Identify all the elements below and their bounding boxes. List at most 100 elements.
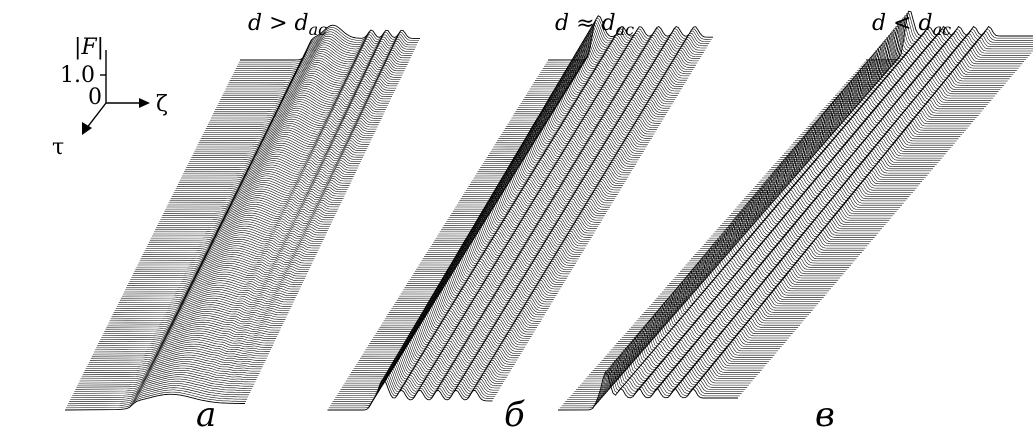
trace-line [202,103,383,135]
trace-line [129,258,310,282]
amplitude-tick-label: 1.0 [60,63,95,88]
trace-line [601,319,782,361]
trace-line [119,278,300,301]
trace-line [234,35,415,71]
trace-line [598,323,779,365]
trace-line [117,282,298,305]
trace-line [175,160,356,189]
trace-line [599,321,780,363]
trace-line [222,62,403,96]
trace-line [77,367,258,386]
trace-line [163,186,344,214]
trace-line [845,34,1026,84]
trace-line [201,105,382,137]
trace-line [219,68,400,102]
trace-line [103,313,284,334]
trace-line [227,51,408,86]
trace-line [232,40,413,75]
trace-line [656,256,837,299]
trace-line [588,334,769,376]
trace-line [218,70,399,104]
trace-line [619,298,800,340]
trace-line [225,55,406,90]
trace-line [643,271,824,313]
trace-line [734,163,915,210]
trace-line [358,327,524,361]
trace-line [101,317,282,338]
trace-line [93,332,274,353]
trace-line [170,171,351,200]
trace-line [641,273,822,315]
trace-line [79,363,260,382]
trace-line [621,296,802,338]
trace-line [154,206,335,233]
trace-line [73,376,254,394]
trace-line [150,212,331,239]
trace-line [192,125,373,156]
trace-line [220,66,401,100]
trace-line [738,159,919,206]
trace-line [331,373,497,405]
trace-line [683,224,864,268]
trace-line [680,229,861,272]
trace-line [649,264,830,307]
trace-line [634,281,815,324]
zeta-label: ζ [156,92,168,117]
trace-line [144,225,325,251]
trace-line [155,204,336,231]
trace-line [565,362,746,402]
trace-line [172,166,353,195]
trace-line [581,343,762,384]
panel-letter: б [504,395,525,430]
trace-line [681,227,862,270]
trace-line [110,297,291,320]
trace-line [84,352,265,371]
trace-line [135,245,316,270]
trace-line [195,118,376,150]
trace-line [208,90,389,123]
panel-title: d < dac [872,11,951,39]
origin-label: 0 [88,85,102,110]
trace-line [335,366,501,398]
trace-line [610,308,791,351]
trace-line [126,265,307,289]
trace-group [64,24,420,411]
trace-line [178,153,359,183]
trace-line [121,273,302,297]
trace-line [167,177,348,206]
trace-line [92,335,273,355]
zeta-arrow-icon [139,98,150,108]
trace-line [687,220,868,264]
trace-line [678,231,859,274]
trace-line [603,317,784,359]
trace-line [661,250,842,293]
trace-line [160,193,341,220]
trace-line [213,81,394,115]
trace-line [145,223,326,249]
trace-line [72,378,253,396]
trace-line [638,277,819,320]
trace-line [698,207,879,251]
trace-line [211,86,391,119]
trace-line [557,370,738,411]
trace-line [667,243,848,286]
trace-line [229,46,410,81]
trace-line [585,338,766,380]
trace-line [561,366,742,407]
trace-line [194,121,375,152]
trace-line [98,324,279,344]
trace-line [614,304,795,347]
trace-line [70,383,251,400]
trace-line [709,194,890,239]
trace-line [116,284,297,307]
panel-a: d > dac a [64,11,420,430]
trace-line [68,387,249,405]
trace-line [80,361,261,380]
trace-line [590,332,771,373]
trace-line [205,97,386,129]
trace-line [855,23,1033,73]
amplitude-label: |F| [74,35,104,60]
trace-line [711,191,892,237]
trace-line [76,370,257,388]
trace-line [240,24,420,61]
